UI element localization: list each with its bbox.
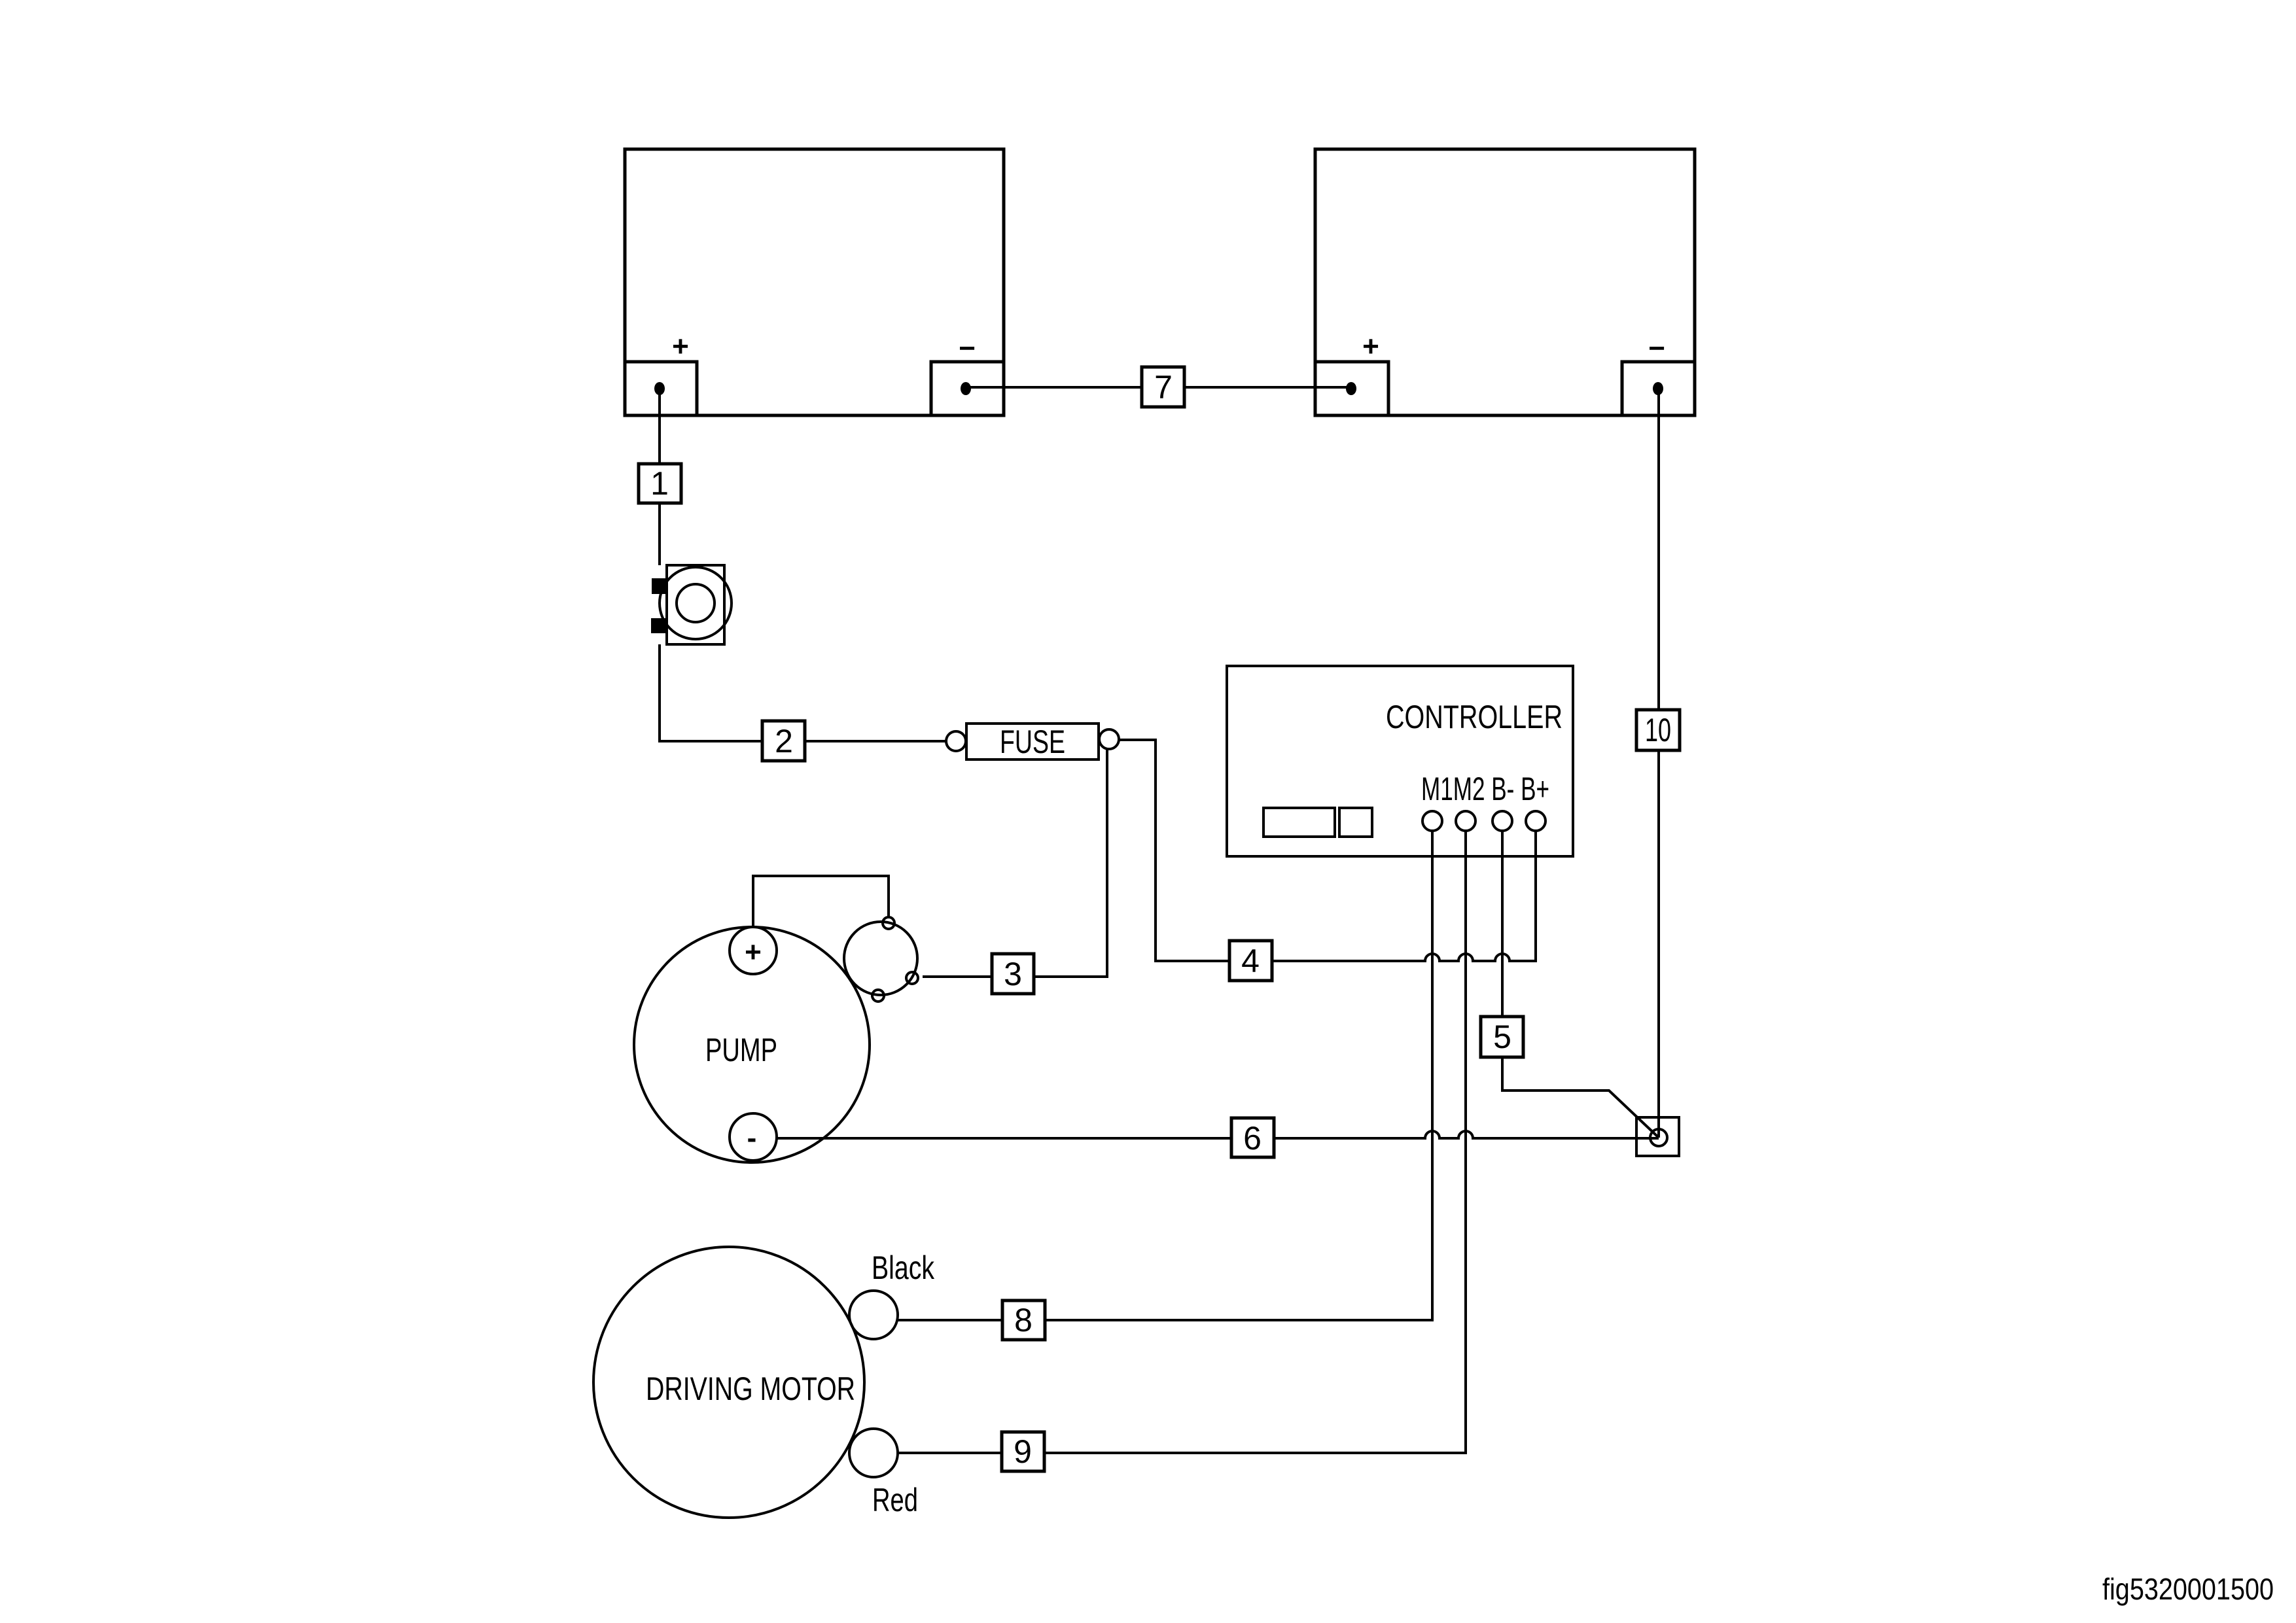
driving-motor: DRIVING MOTOR Black Red <box>592 1246 935 1519</box>
battery-left-minus-label: − <box>959 332 976 364</box>
wires <box>658 386 1660 1454</box>
battery-right-minus-label: − <box>1648 332 1665 364</box>
wire-label-4: 4 <box>1227 939 1274 983</box>
pump-plus-terminal <box>728 926 778 975</box>
wire-label-7: 7 <box>1140 365 1186 409</box>
wire-9 <box>898 831 1467 1454</box>
controller-terminal-b-plus <box>1525 810 1547 832</box>
driving-motor-red-label: Red <box>872 1482 918 1518</box>
fuse-left-terminal <box>945 730 967 752</box>
ground-terminal-box <box>1635 1116 1680 1157</box>
wire-label-1: 1 <box>637 462 683 505</box>
fuse: FUSE <box>945 722 1120 761</box>
pump-solenoid <box>843 920 919 996</box>
key-switch-housing <box>665 564 726 646</box>
battery-right-plus-label: + <box>1362 330 1379 362</box>
wire-label-5-text: 5 <box>1493 1019 1511 1055</box>
wire-label-4-text: 4 <box>1241 943 1260 979</box>
controller-body <box>1226 665 1574 858</box>
controller-terminal-labels: M1M2 B- B+ <box>1421 771 1549 807</box>
wire-8 <box>898 831 1434 1321</box>
pump-plus-label: + <box>745 936 762 968</box>
key-switch-tab-bottom <box>651 618 667 633</box>
pump-solenoid-terminal-right <box>905 971 919 985</box>
battery-left: + − <box>623 147 1006 417</box>
fuse-right-terminal <box>1098 728 1120 750</box>
wire-label-6-text: 6 <box>1243 1120 1262 1157</box>
controller-terminal-m1 <box>1421 810 1443 832</box>
wire-label-1-text: 1 <box>650 465 669 502</box>
figure-id: fig5320001500 <box>2102 1572 2274 1606</box>
wire-label-2-text: 2 <box>775 723 793 759</box>
key-switch-outer-ring <box>658 566 733 640</box>
wire-label-3: 3 <box>990 952 1036 996</box>
wire-label-6: 6 <box>1229 1116 1276 1159</box>
controller-terminal-b-minus <box>1491 810 1513 832</box>
wire-label-9-text: 9 <box>1014 1433 1032 1470</box>
pump-solenoid-terminal-top <box>881 916 896 930</box>
wire-labels: 1 2 3 4 5 6 7 8 <box>637 365 1682 1473</box>
battery-right: + − <box>1313 147 1697 417</box>
battery-left-plus-label: + <box>672 330 689 362</box>
wire-6 <box>777 1130 1659 1140</box>
driving-motor-body <box>592 1246 866 1519</box>
driving-motor-black-terminal <box>848 1289 899 1340</box>
driving-motor-black-label: Black <box>872 1249 935 1286</box>
wire-label-10-text: 10 <box>1645 712 1671 748</box>
wire-label-8-text: 8 <box>1014 1302 1033 1338</box>
wire-label-9: 9 <box>1000 1430 1046 1473</box>
key-switch <box>651 564 733 646</box>
wire-label-8: 8 <box>1000 1299 1047 1342</box>
pump-bridge-wire <box>752 875 890 927</box>
wire-label-10: 10 <box>1634 708 1682 752</box>
controller-connector-2 <box>1338 807 1373 838</box>
wire-label-2: 2 <box>760 719 807 763</box>
controller-terminal-m2 <box>1455 810 1477 832</box>
fuse-label: FUSE <box>1000 724 1065 760</box>
pump-label: PUMP <box>705 1032 777 1068</box>
pump: + - PUMP <box>633 875 919 1164</box>
controller: CONTROLLER M1M2 B- B+ <box>1226 665 1574 858</box>
controller-connector-1 <box>1262 807 1336 838</box>
key-switch-key-cylinder-icon <box>675 583 716 623</box>
wire-3 <box>923 749 1108 978</box>
driving-motor-label: DRIVING MOTOR <box>646 1370 855 1407</box>
wire-label-7-text: 7 <box>1154 369 1173 406</box>
driving-motor-red-terminal <box>848 1427 899 1478</box>
controller-label: CONTROLLER <box>1386 699 1563 735</box>
wire-2 <box>658 644 946 742</box>
pump-solenoid-terminal-bottom <box>871 988 885 1003</box>
wire-label-3-text: 3 <box>1004 956 1022 992</box>
pump-minus-label: - <box>747 1122 757 1154</box>
wire-5 <box>1501 831 1660 1139</box>
ground-terminal <box>1635 1116 1680 1157</box>
pump-minus-terminal <box>728 1112 778 1162</box>
ground-terminal-stud <box>1649 1128 1669 1147</box>
wire-label-5: 5 <box>1479 1015 1525 1059</box>
